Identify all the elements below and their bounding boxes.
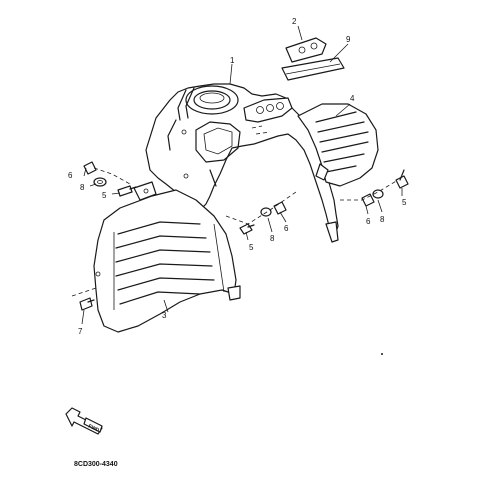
callout-5-left: 5 bbox=[102, 191, 107, 200]
callout-3: 3 bbox=[162, 311, 167, 320]
washer-8-right bbox=[372, 189, 384, 199]
nut-6-right bbox=[361, 193, 375, 207]
callout-2: 2 bbox=[292, 17, 297, 26]
assembly-line-middle bbox=[225, 191, 297, 225]
callout-6-middle: 6 bbox=[284, 224, 289, 233]
bolt-5-right bbox=[395, 169, 409, 189]
bolt-5-left bbox=[117, 185, 137, 197]
drawing-code: 8CD300-4340 bbox=[74, 461, 118, 468]
callout-8-left: 8 bbox=[80, 183, 85, 192]
nut-6-left bbox=[83, 161, 97, 175]
callout-9: 9 bbox=[346, 35, 351, 44]
bolt-5-middle bbox=[239, 223, 255, 235]
bolt-7 bbox=[79, 297, 95, 311]
fwd-label: FWD bbox=[87, 423, 100, 434]
callout-6-left: 6 bbox=[68, 171, 73, 180]
callout-5-middle: 5 bbox=[249, 243, 254, 252]
right-side-panel-part-4 bbox=[297, 103, 379, 187]
bracket-part-2 bbox=[285, 37, 327, 63]
callout-4: 4 bbox=[350, 94, 355, 103]
washer-8-left bbox=[93, 177, 107, 187]
callout-labels: 1 2 9 4 6 8 5 5 8 6 6 8 5 3 7 bbox=[68, 17, 407, 336]
assembly-line-right bbox=[340, 179, 399, 201]
callout-7: 7 bbox=[78, 327, 83, 336]
plate-part-9 bbox=[281, 57, 345, 81]
callout-5-right: 5 bbox=[402, 198, 407, 207]
callout-6-right: 6 bbox=[366, 217, 371, 226]
assembly-line-bolt-7 bbox=[71, 287, 97, 297]
left-side-panel-part-3 bbox=[93, 181, 241, 333]
callout-8-right: 8 bbox=[380, 215, 385, 224]
callout-1: 1 bbox=[230, 56, 235, 65]
callout-8-middle: 8 bbox=[270, 234, 275, 243]
stray-dot bbox=[381, 353, 383, 355]
forward-arrow-icon: FWD bbox=[65, 407, 103, 435]
leader-lines bbox=[81, 25, 403, 325]
washer-8-middle bbox=[260, 207, 272, 217]
